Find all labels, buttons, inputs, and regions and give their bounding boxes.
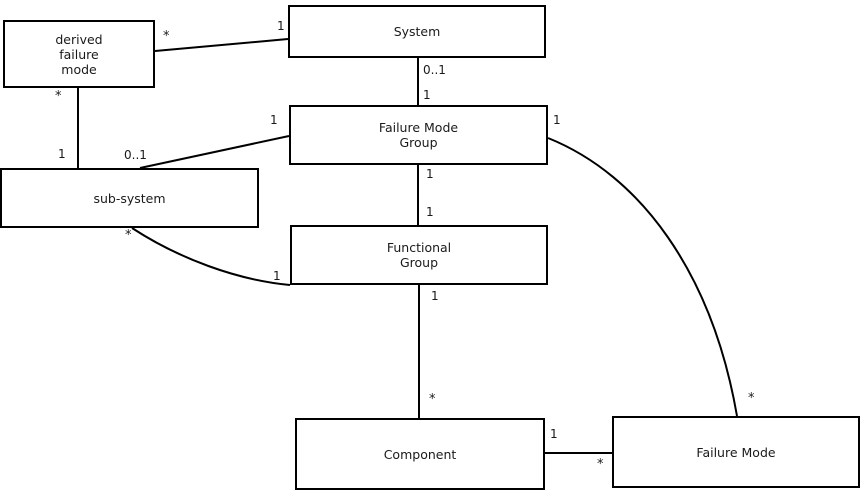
class-name-component: Component — [383, 446, 457, 462]
edge-derived-failure-mode-system — [154, 38, 289, 52]
multiplicity-dfm-to-system: * — [163, 29, 170, 44]
class-box-derived-failure-mode[interactable]: derived failure mode — [3, 20, 155, 88]
class-box-component[interactable]: Component — [295, 418, 545, 490]
multiplicity-system-to-fmg: 0..1 — [423, 63, 446, 77]
class-name-derived-failure-mode: derived failure mode — [55, 31, 103, 77]
edge-sub-system-failure-mode-group — [139, 135, 290, 169]
edge-sub-system-functional-group — [131, 227, 291, 286]
multiplicity-fg-to-component: 1 — [431, 289, 439, 303]
class-box-sub-system[interactable]: sub-system — [0, 168, 259, 228]
multiplicity-subsystem-to-fmg: 0..1 — [124, 148, 147, 162]
class-name-functional-group: Functional Group — [386, 240, 452, 270]
multiplicity-fg-from-subsystem: 1 — [273, 269, 281, 283]
multiplicity-component-from-fg: * — [429, 392, 436, 407]
multiplicity-fmg-to-fm: 1 — [553, 113, 561, 127]
class-name-failure-mode: Failure Mode — [696, 444, 776, 460]
multiplicity-fmg-from-system: 1 — [423, 88, 431, 102]
class-name-failure-mode-group: Failure Mode Group — [378, 120, 459, 150]
class-name-sub-system: sub-system — [93, 190, 166, 206]
multiplicity-subsystem-to-fg: * — [125, 228, 132, 243]
class-name-system: System — [393, 24, 441, 39]
multiplicity-fm-from-fmg: * — [748, 391, 755, 406]
class-box-system[interactable]: System — [288, 5, 546, 58]
multiplicity-fmg-to-fg: 1 — [426, 167, 434, 181]
class-box-functional-group[interactable]: Functional Group — [290, 225, 548, 285]
class-box-failure-mode[interactable]: Failure Mode — [612, 416, 860, 488]
multiplicity-dfm-to-subsystem: * — [55, 89, 62, 104]
edge-failure-mode-group-failure-mode — [547, 137, 738, 417]
multiplicity-system-from-dfm: 1 — [277, 19, 285, 33]
multiplicity-subsystem-from-dfm: 1 — [58, 147, 66, 161]
multiplicity-fm-from-component: * — [597, 457, 604, 472]
class-box-failure-mode-group[interactable]: Failure Mode Group — [289, 105, 548, 165]
multiplicity-fg-from-fmg: 1 — [426, 205, 434, 219]
multiplicity-fmg-from-subsystem: 1 — [270, 113, 278, 127]
multiplicity-component-to-fm: 1 — [550, 427, 558, 441]
